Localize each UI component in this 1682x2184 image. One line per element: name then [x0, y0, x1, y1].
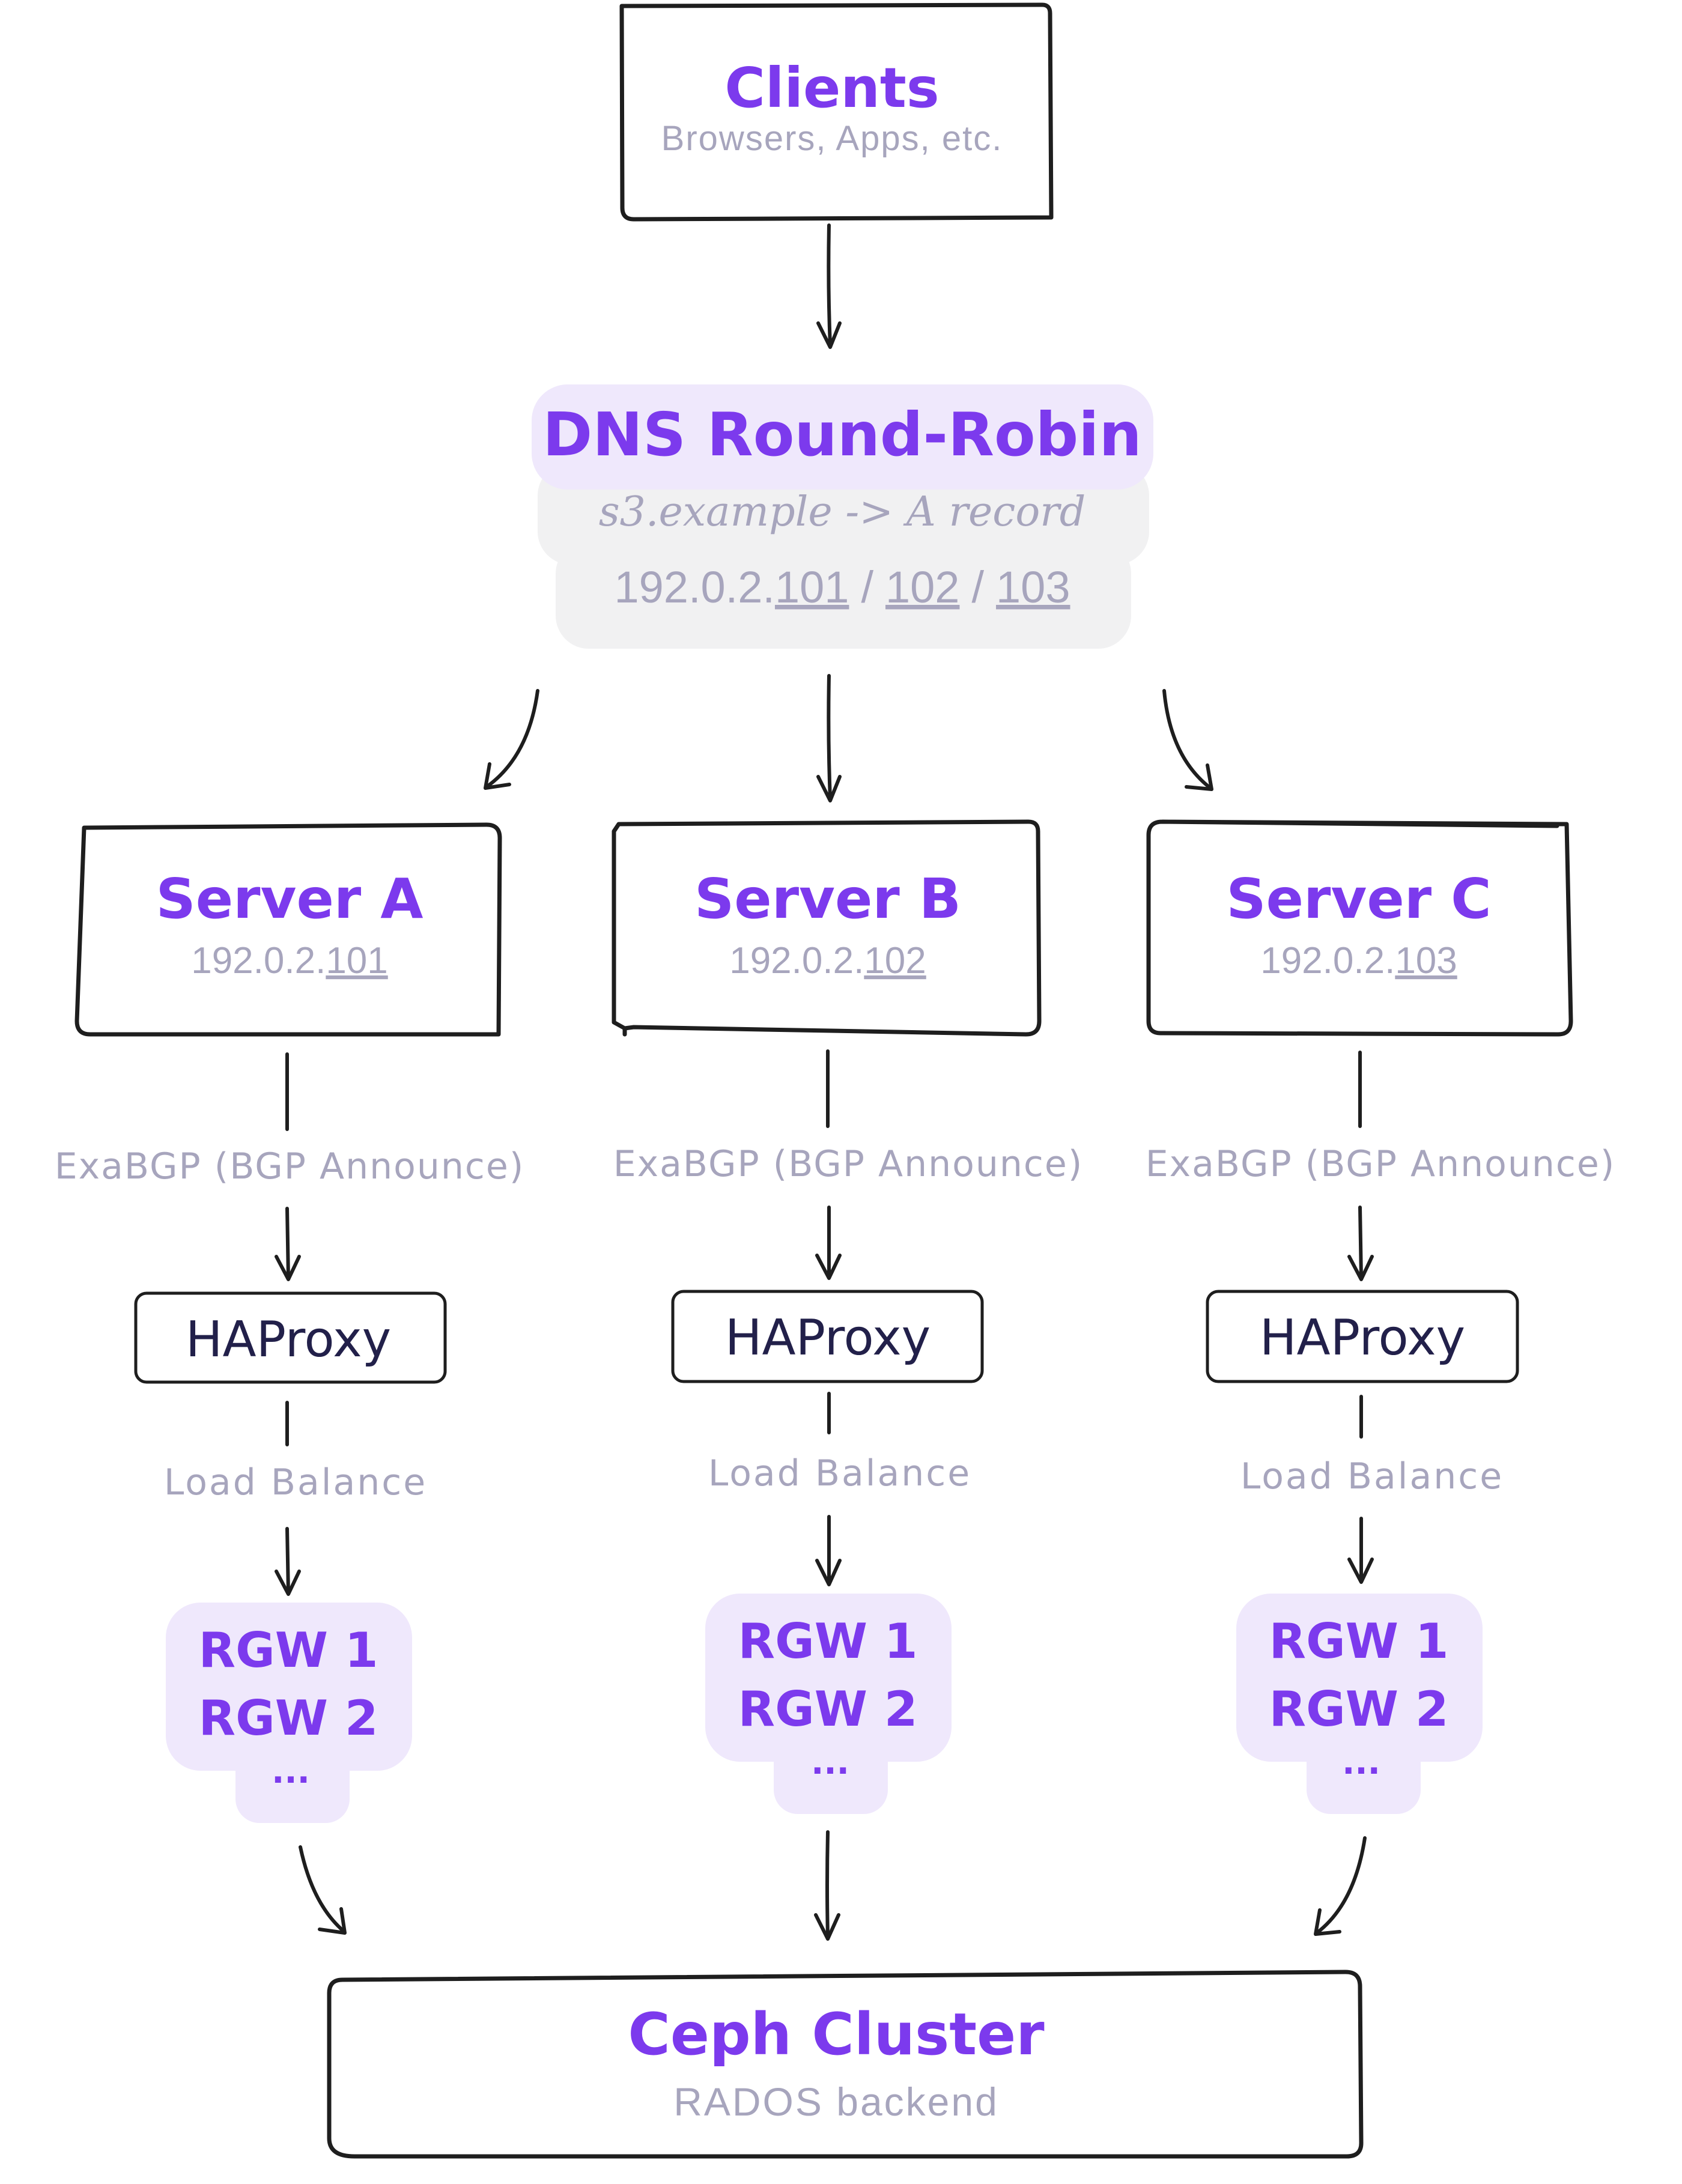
- dns-ip-background: [556, 541, 1131, 649]
- clients-title: Clients: [724, 56, 939, 120]
- server-c-title: Server C: [1226, 867, 1491, 931]
- server-b-announce-label: ExaBGP (BGP Announce): [613, 1143, 1083, 1185]
- server-b-ip-prefix: 192.0.2.: [729, 940, 864, 981]
- server-c-rgw-background-tab: [1307, 1733, 1421, 1814]
- clients-subtitle: Browsers, Apps, etc.: [661, 119, 1003, 158]
- dns-ip-separator: /: [971, 562, 984, 612]
- arrow-server-a-to-ceph: [299, 1845, 345, 1933]
- server-c-rgw-background: [1236, 1594, 1483, 1762]
- dns-ip-separator: /: [861, 562, 873, 612]
- arrow-dns-to-server-b: [816, 674, 842, 802]
- server-a-balance-label: Load Balance: [164, 1461, 427, 1503]
- arrow-dns-to-server-c: [1162, 689, 1213, 791]
- server-a-rgw-1: RGW 1: [198, 1622, 378, 1678]
- server-b-rgw-background-tab: [774, 1733, 888, 1814]
- server-c-balance-label: Load Balance: [1240, 1455, 1504, 1497]
- server-a-ip-prefix: 192.0.2.: [191, 940, 326, 981]
- server-a-ip-suffix: 101: [326, 940, 387, 981]
- arrow-clients-to-dns: [816, 223, 842, 349]
- server-b-column: Server B 192.0.2.102 ExaBGP (BGP Announc…: [612, 819, 1083, 1941]
- server-c-haproxy-box: [1206, 1290, 1519, 1383]
- server-a-announce-label: ExaBGP (BGP Announce): [55, 1145, 524, 1188]
- dns-node: DNS Round-Robin s3.example -> A record 1…: [532, 384, 1153, 649]
- server-a-balance-arrow: [285, 1527, 290, 1595]
- server-c-rgw-2: RGW 2: [1269, 1681, 1448, 1737]
- server-a-box: [74, 822, 502, 1037]
- server-b-ip-suffix: 102: [864, 940, 926, 981]
- server-a-haproxy-box: [134, 1291, 447, 1384]
- ceph-node: Ceph Cluster RADOS backend: [327, 1970, 1364, 2159]
- dns-ip-103[interactable]: 103: [996, 562, 1070, 612]
- arrow-server-c-to-ceph: [1315, 1836, 1367, 1935]
- dns-ip-101[interactable]: 101: [775, 562, 849, 612]
- server-b-rgw-background: [705, 1594, 952, 1762]
- server-a-rgw-background-tab: [235, 1742, 350, 1823]
- server-c-announce-label: ExaBGP (BGP Announce): [1146, 1143, 1615, 1185]
- server-a-rgw-background: [166, 1603, 412, 1771]
- server-c-rgw-more: ...: [1342, 1743, 1380, 1782]
- dns-record-text: s3.example -> A record: [599, 488, 1086, 536]
- clients-node: Clients Browsers, Apps, etc.: [619, 2, 1054, 222]
- dns-ip-prefix: 192.0.2.: [615, 562, 775, 612]
- ceph-subtitle: RADOS backend: [673, 2079, 999, 2124]
- dns-title: DNS Round-Robin: [542, 399, 1141, 470]
- arrow-dns-to-server-a: [484, 689, 539, 790]
- dns-title-background: [532, 384, 1153, 490]
- server-c-rgw-1: RGW 1: [1269, 1613, 1448, 1669]
- server-c-ip: 192.0.2.103: [1260, 940, 1457, 981]
- server-b-title: Server B: [694, 867, 961, 931]
- dns-ip-list: 192.0.2.101/102/103: [615, 562, 1070, 612]
- server-b-haproxy-box: [671, 1290, 984, 1383]
- server-b-box: [612, 819, 1042, 1037]
- server-c-ip-prefix: 192.0.2.: [1260, 940, 1395, 981]
- server-c-haproxy-label: HAProxy: [1260, 1309, 1465, 1367]
- clients-box: [619, 2, 1054, 222]
- server-a-haproxy-label: HAProxy: [186, 1311, 391, 1368]
- server-a-rgw-2: RGW 2: [198, 1690, 378, 1746]
- server-b-ip: 192.0.2.102: [729, 940, 926, 981]
- server-a-ip: 192.0.2.101: [191, 940, 388, 981]
- server-a-announce-arrow: [285, 1207, 290, 1280]
- server-b-rgw-2: RGW 2: [738, 1681, 917, 1737]
- server-c-box: [1146, 819, 1573, 1037]
- server-b-haproxy-label: HAProxy: [725, 1309, 931, 1367]
- arrow-server-b-to-ceph: [825, 1830, 830, 1939]
- server-c-ip-suffix: 103: [1395, 940, 1457, 981]
- server-b-balance-label: Load Balance: [708, 1452, 971, 1494]
- server-a-title: Server A: [156, 867, 424, 931]
- server-a-rgw-more: ...: [272, 1752, 310, 1791]
- server-c-column: Server C 192.0.2.103 ExaBGP (BGP Announc…: [1146, 819, 1615, 1936]
- server-c-announce-arrow: [1358, 1206, 1363, 1280]
- ceph-title: Ceph Cluster: [628, 2001, 1045, 2068]
- server-b-rgw-1: RGW 1: [738, 1613, 917, 1669]
- server-a-column: Server A 192.0.2.101 ExaBGP (BGP Announc…: [55, 822, 524, 1935]
- dns-ip-102[interactable]: 102: [885, 562, 959, 612]
- ceph-box: [327, 1970, 1364, 2159]
- server-b-rgw-more: ...: [811, 1743, 849, 1782]
